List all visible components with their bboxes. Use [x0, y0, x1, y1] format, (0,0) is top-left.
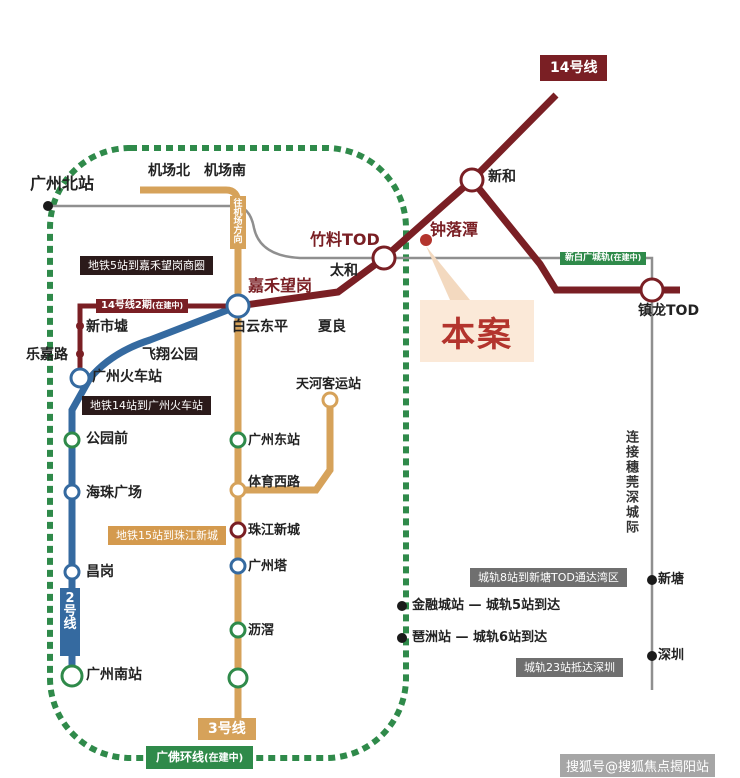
station-zhuliao: 竹料TOD — [310, 230, 380, 249]
station-lejia: 乐嘉路 — [26, 347, 68, 363]
station-baiyun: 白云东平 — [232, 319, 288, 335]
airport-link-tag: 往机场方向 — [230, 196, 246, 249]
callout-rail23: 城轨23站抵达深圳 — [516, 658, 623, 677]
project-pointer — [426, 246, 470, 300]
station-gz-east: 广州东站 — [248, 433, 301, 448]
line3-tianhe-branch — [238, 400, 334, 494]
line14-phase2-note: (在建中) — [151, 301, 184, 310]
callout-rail6: 琶洲站 — 城轨6站到达 — [412, 630, 548, 645]
ring-label: 广佛环线 — [156, 750, 205, 764]
station-xinhe: 新和 — [488, 169, 516, 185]
connect-text: 连接穗莞深城际 — [623, 430, 638, 535]
station-lijiao: 沥滘 — [248, 623, 275, 638]
station-gz-rail: 广州火车站 — [92, 369, 162, 385]
station-shenzhen: 深圳 — [658, 648, 685, 663]
callout-metro15: 地铁15站到珠江新城 — [108, 526, 226, 545]
watermark: 搜狐号@搜狐焦点揭阳站 — [560, 754, 716, 777]
ring-line — [47, 145, 409, 761]
callout-rail8: 城轨8站到新塘TOD通达湾区 — [470, 568, 627, 587]
station-zhenlong: 镇龙TOD — [638, 303, 700, 319]
station-xialiang: 夏良 — [318, 319, 346, 335]
station-gongyuanqian: 公园前 — [86, 431, 128, 447]
station-xinshixu: 新市墟 — [86, 319, 128, 335]
station-feixiang: 飞翔公园 — [142, 347, 198, 363]
line2-tag: 2号线 — [60, 588, 80, 656]
station-changgang: 昌岗 — [86, 564, 114, 580]
station-markers — [43, 167, 665, 689]
station-tianhe-coach: 天河客运站 — [296, 377, 362, 392]
callout-metro5: 地铁5站到嘉禾望岗商圈 — [80, 256, 213, 275]
station-airport-north: 机场北 — [148, 163, 190, 179]
station-tiyu: 体育西路 — [248, 475, 301, 490]
project-label: 本案 — [441, 314, 513, 355]
ring-note: (在建中) — [204, 753, 244, 764]
station-jiahe: 嘉禾望岗 — [248, 276, 313, 295]
station-zhongluotan: 钟落潭 — [430, 220, 479, 239]
station-guangzhou-north: 广州北站 — [30, 174, 95, 193]
station-gz-south: 广州南站 — [86, 667, 142, 683]
station-zhujiang: 珠江新城 — [248, 523, 301, 538]
project-highlight-box: 本案 — [420, 300, 534, 362]
station-xintang: 新塘 — [658, 572, 685, 587]
callout-metro14: 地铁14站到广州火车站 — [82, 396, 211, 415]
station-airport-south: 机场南 — [204, 163, 246, 179]
callout-rail5: 金融城站 — 城轨5站到达 — [412, 598, 561, 613]
line14-phase2-label: 14号线2期 — [101, 300, 152, 311]
station-haizhu: 海珠广场 — [86, 485, 142, 501]
line3-tag: 3号线 — [198, 718, 256, 740]
ring-tag: 广佛环线(在建中) — [146, 746, 254, 769]
xinbai-label: 新白广城轨 — [565, 253, 611, 263]
xinbai-note: (在建中) — [610, 253, 642, 262]
line14-zhenlong-branch — [469, 177, 680, 294]
station-taihe: 太和 — [330, 263, 358, 279]
line14-phase2-tag: 14号线2期(在建中) — [96, 299, 189, 313]
line14-path — [237, 92, 559, 310]
line14-tag: 14号线 — [540, 55, 608, 81]
station-canton-tower: 广州塔 — [248, 559, 288, 574]
xinbai-tag: 新白广城轨(在建中) — [560, 252, 647, 265]
